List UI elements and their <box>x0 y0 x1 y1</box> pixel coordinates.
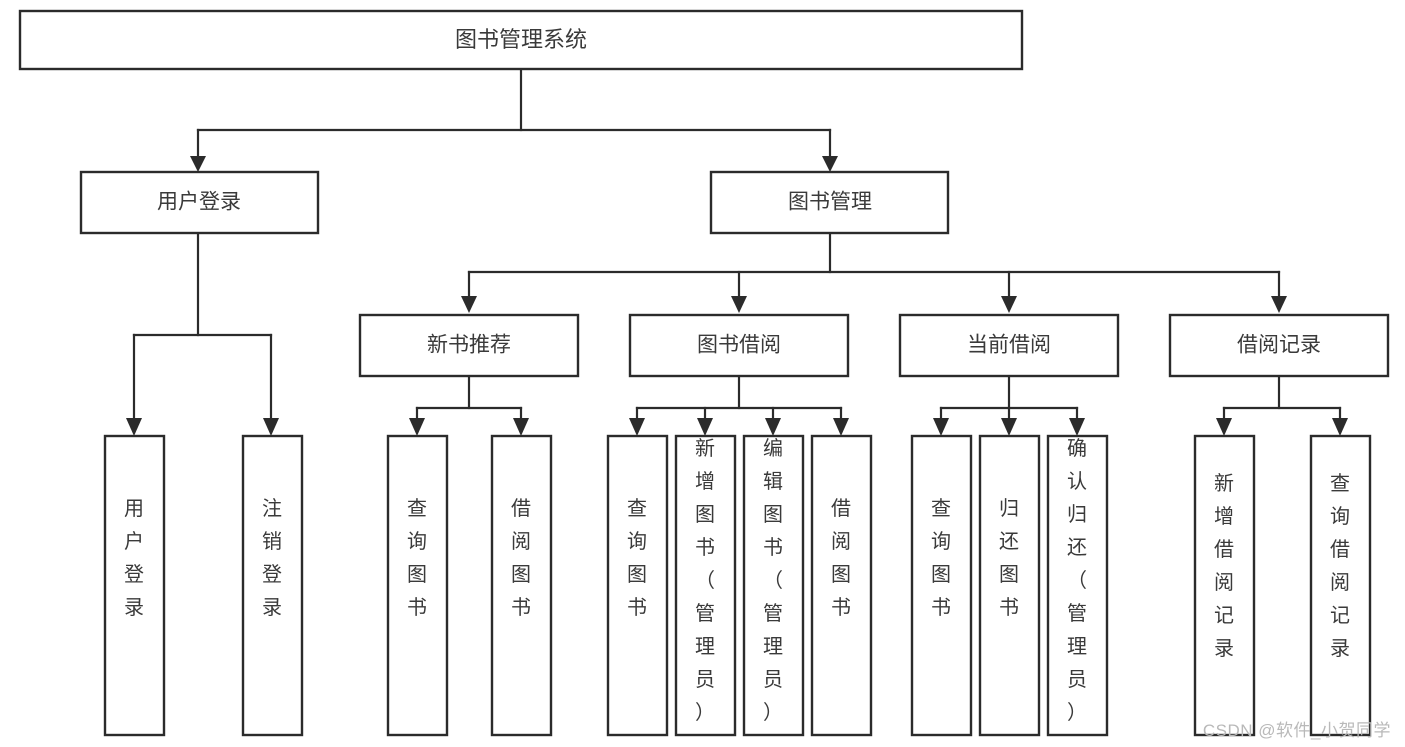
node-borrow-record[interactable]: 借阅记录 <box>1168 313 1390 378</box>
arrowhead-leaf-confirm-return <box>1069 418 1085 436</box>
node-leaf-query-book-1-box[interactable] <box>386 434 449 737</box>
arrowhead-leaf-query-book-3 <box>933 418 949 436</box>
node-layer: 图书管理系统 用户登录 图书管理 新书推荐 图书借阅 当前 <box>18 9 1390 737</box>
node-leaf-borrow-book-2[interactable]: 借阅图书 <box>810 434 873 737</box>
node-leaf-query-book-1[interactable]: 查询图书 <box>386 434 449 737</box>
node-leaf-borrow-book-2-label: 借阅图书 <box>831 497 851 619</box>
arrowhead-borrow-record <box>1271 296 1287 313</box>
node-borrow-record-label: 借阅记录 <box>1237 334 1321 357</box>
node-leaf-return-book[interactable]: 归还图书 <box>978 434 1041 737</box>
node-current-borrow-box[interactable] <box>898 313 1120 378</box>
node-leaf-add-book-label: 新增图书（管理员） <box>695 437 715 724</box>
node-root-label: 图书管理系统 <box>455 27 587 52</box>
node-book-manage-label: 图书管理 <box>788 191 872 214</box>
node-leaf-user-login-label: 用户登录 <box>124 498 144 619</box>
arrowhead-book-borrow <box>731 296 747 313</box>
edge-layer <box>126 67 1348 436</box>
arrowhead-leaf-edit-book <box>765 418 781 436</box>
node-user-login[interactable]: 用户登录 <box>79 170 320 235</box>
node-leaf-query-book-2-label: 查询图书 <box>627 497 647 619</box>
node-book-borrow[interactable]: 图书借阅 <box>628 313 850 378</box>
node-book-manage[interactable]: 图书管理 <box>709 170 950 235</box>
node-leaf-confirm-return-box[interactable] <box>1046 434 1109 737</box>
node-borrow-record-box[interactable] <box>1168 313 1390 378</box>
node-leaf-edit-book-label: 编辑图书（管理员） <box>763 437 783 724</box>
node-user-login-box[interactable] <box>79 170 320 235</box>
node-leaf-query-record[interactable]: 查询借阅记录 <box>1309 434 1372 737</box>
node-leaf-query-book-2-box[interactable] <box>606 434 669 737</box>
node-leaf-query-book-3-label: 查询图书 <box>931 497 951 619</box>
node-leaf-edit-book[interactable]: 编辑图书（管理员） <box>742 434 805 737</box>
node-leaf-add-book-box[interactable] <box>674 434 737 737</box>
node-leaf-add-book[interactable]: 新增图书（管理员） <box>674 434 737 737</box>
arrowhead-new-book-rec <box>461 296 477 313</box>
arrowhead-leaf-add-book <box>697 418 713 436</box>
node-leaf-query-record-label: 查询借阅记录 <box>1330 472 1350 660</box>
arrowhead-book-manage <box>822 156 838 172</box>
arrowhead-leaf-add-record <box>1216 418 1232 436</box>
node-leaf-logout[interactable]: 注销登录 <box>241 434 304 737</box>
node-new-book-rec[interactable]: 新书推荐 <box>358 313 580 378</box>
node-user-login-label: 用户登录 <box>157 191 241 214</box>
node-leaf-query-book-3[interactable]: 查询图书 <box>910 434 973 737</box>
arrowhead-leaf-query-book-1 <box>409 418 425 436</box>
node-leaf-add-record[interactable]: 新增借阅记录 <box>1193 434 1256 737</box>
node-leaf-logout-box[interactable] <box>241 434 304 737</box>
node-book-borrow-label: 图书借阅 <box>697 334 781 357</box>
arrowhead-leaf-query-record <box>1332 418 1348 436</box>
node-root[interactable]: 图书管理系统 <box>18 9 1024 71</box>
node-new-book-rec-label: 新书推荐 <box>427 334 511 357</box>
node-leaf-query-book-1-label: 查询图书 <box>407 497 427 619</box>
arrowhead-leaf-borrow-book-1 <box>513 418 529 436</box>
node-leaf-query-record-box[interactable] <box>1309 434 1372 737</box>
node-leaf-borrow-book-1[interactable]: 借阅图书 <box>490 434 553 737</box>
arrowhead-current-borrow <box>1001 296 1017 313</box>
node-current-borrow-label: 当前借阅 <box>967 334 1051 357</box>
node-leaf-query-book-3-box[interactable] <box>910 434 973 737</box>
arrowhead-leaf-logout <box>263 418 279 436</box>
node-leaf-borrow-book-2-box[interactable] <box>810 434 873 737</box>
node-leaf-logout-label: 注销登录 <box>262 497 282 619</box>
node-leaf-user-login-box[interactable] <box>103 434 166 737</box>
node-root-box[interactable] <box>18 9 1024 71</box>
node-book-manage-box[interactable] <box>709 170 950 235</box>
node-leaf-confirm-return[interactable]: 确认归还（管理员） <box>1046 434 1109 737</box>
node-current-borrow[interactable]: 当前借阅 <box>898 313 1120 378</box>
node-leaf-confirm-return-label: 确认归还（管理员） <box>1067 437 1087 724</box>
arrowhead-leaf-query-book-2 <box>629 418 645 436</box>
arrowhead-leaf-return-book <box>1001 418 1017 436</box>
node-leaf-query-book-2[interactable]: 查询图书 <box>606 434 669 737</box>
arrowhead-user-login <box>190 156 206 172</box>
node-leaf-return-book-box[interactable] <box>978 434 1041 737</box>
csdn-watermark: CSDN @软件_小贺同学 <box>1202 721 1391 740</box>
node-leaf-return-book-label: 归还图书 <box>999 497 1019 619</box>
node-leaf-edit-book-box[interactable] <box>742 434 805 737</box>
node-leaf-add-record-box[interactable] <box>1193 434 1256 737</box>
node-leaf-add-record-label: 新增借阅记录 <box>1214 472 1234 660</box>
arrowhead-leaf-user-login <box>126 418 142 436</box>
node-new-book-rec-box[interactable] <box>358 313 580 378</box>
node-leaf-borrow-book-1-label: 借阅图书 <box>511 497 531 619</box>
node-leaf-user-login[interactable]: 用户登录 <box>103 434 166 737</box>
arrowhead-leaf-borrow-book-2 <box>833 418 849 436</box>
node-leaf-borrow-book-1-box[interactable] <box>490 434 553 737</box>
node-book-borrow-box[interactable] <box>628 313 850 378</box>
